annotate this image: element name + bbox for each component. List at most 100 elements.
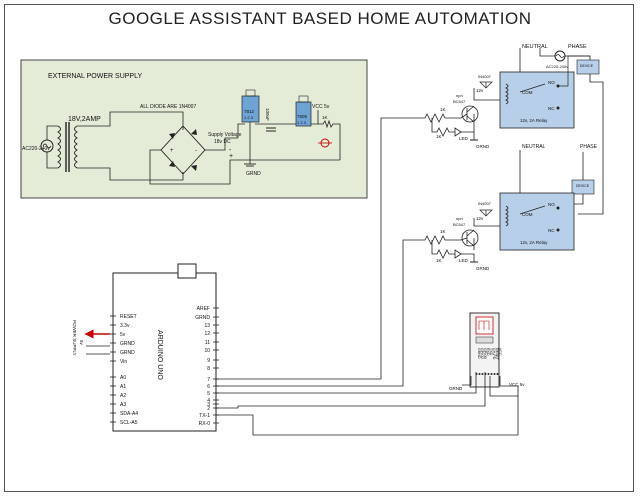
arduino-left-pin-label: GRND	[120, 350, 135, 356]
regulator-7805-pins: 1 2 3	[297, 120, 307, 125]
arduino-left-pin-label: A2	[120, 393, 126, 399]
arduino-right-pin-label: 12	[204, 331, 210, 337]
esp-pin	[496, 373, 499, 375]
capacitor-label: 100uF	[265, 108, 270, 121]
phase-top-label: PHASE	[568, 44, 587, 50]
power-supply-panel	[20, 59, 368, 199]
relay-1	[499, 71, 575, 129]
relay-2-base-resistor	[414, 235, 468, 245]
arduino-left-pin-label: Vin	[120, 359, 127, 365]
esp-antenna-icon	[475, 316, 494, 335]
relay-2-transistor-label: BC547	[453, 222, 466, 227]
mains-ac-label: AC220-240v	[546, 64, 568, 69]
device-1	[576, 59, 600, 75]
relay-2	[499, 192, 575, 251]
relay-1-transistor	[461, 105, 479, 123]
regulator-7812-label: 7812	[244, 109, 255, 114]
relay-2-led-label: LED	[459, 258, 469, 263]
esp-pin	[493, 373, 496, 375]
esp-gnd-label: GRND	[449, 386, 463, 391]
relay-2-no: NO	[548, 202, 555, 207]
relay-2-led	[454, 249, 462, 259]
esp-pin	[481, 373, 484, 375]
relay-2-com: COM	[522, 212, 533, 217]
rail-plus: +	[229, 153, 233, 160]
relay-2-circuit: IN4007 12v COM NO NC 12v, 2A Relay npn B…	[414, 192, 575, 271]
bridge-plus: +	[170, 148, 174, 154]
page-title: GOOGLE ASSISTANT BASED HOME AUTOMATION	[108, 9, 532, 28]
transformer	[57, 122, 78, 172]
arduino-left-pin-label: A1	[120, 384, 126, 390]
relay-1-led-label: LED	[459, 136, 469, 141]
arduino-right-pin-label: AREF	[197, 306, 210, 312]
esp-pin-label: VCC	[498, 348, 502, 356]
relay-1-nc: NC	[548, 106, 555, 111]
arduino-right-pin-label: 6	[207, 384, 210, 390]
relay-2-label: 12v, 2A Relay	[520, 240, 548, 245]
page-border	[4, 4, 634, 492]
arduino-board: ARDUINO UNO RESET3.3v5vGRNDGRNDVinA0A1A2…	[72, 263, 219, 432]
arduino-left-pin-label: A3	[120, 402, 126, 408]
esp-pin-label: GPIO0	[483, 348, 487, 359]
power-5v-label: 5v	[79, 340, 84, 346]
device-2-label: DEVICE	[576, 184, 590, 188]
relay-2-nc: NC	[548, 228, 555, 233]
relay-1-flyback-diode	[479, 81, 493, 89]
arduino-right-pin-label: 10	[204, 348, 210, 354]
phase-mid-label: PHASE	[580, 144, 598, 150]
relay-2-r2: 1K	[436, 258, 442, 263]
rail-minus: -	[229, 147, 232, 154]
esp-vcc-label: VCC 5v	[509, 382, 525, 387]
power-supply-title: EXTERNAL POWER SUPPLY	[48, 73, 142, 80]
gnd-label: GRND	[246, 171, 261, 177]
esp-pin-label: RESET	[495, 348, 499, 361]
usb-connector-icon	[177, 263, 197, 279]
arduino-right-pin-label: 2	[207, 406, 210, 412]
arduino-outline	[112, 272, 217, 432]
arduino-left-pin-label: SCL-A5	[120, 420, 138, 426]
relay-1-no: NO	[548, 80, 555, 85]
relay-1-12v: 12v	[476, 88, 484, 93]
relay-2-coil	[505, 205, 509, 227]
arduino-left-pins: RESET3.3v5vGRNDGRNDVinA0A1A2A3SDA-A4SCL-…	[110, 314, 138, 426]
arduino-left-pin-label: SDA-A4	[120, 411, 138, 417]
relay-2-flyback-diode	[479, 209, 493, 217]
arduino-right-pin-label: 4	[207, 398, 210, 404]
relay-1-r2: 1K	[436, 134, 442, 139]
esp-pin-label: GPIO2	[480, 348, 484, 359]
arduino-left-pin-label: RESET	[120, 314, 137, 320]
relay-2-transistor	[461, 229, 479, 247]
output-resistor	[318, 119, 341, 160]
arduino-right-pin-label: 13	[204, 323, 210, 329]
relay-2-npn: npn	[456, 216, 463, 221]
relay-2-12v: 12v	[476, 216, 484, 221]
device-1-label: DEVICE	[580, 64, 594, 68]
relay-1-transistor-label: BC547	[453, 99, 466, 104]
arduino-right-pin-label: 7	[207, 377, 210, 383]
esp-pin-label: GRND	[477, 348, 481, 359]
supply-voltage-value: 18v DC	[214, 139, 231, 145]
ac-input-label: AC220-240v	[22, 146, 50, 152]
arduino-right-pin-label: RX-0	[199, 421, 211, 427]
relay-1-diode-label: IN4007	[478, 74, 492, 79]
output-resistor-label: 1K	[322, 115, 328, 120]
esp-pin-label: RXD	[486, 348, 490, 356]
arduino-right-pin-label: 9	[207, 358, 210, 364]
esp-pin-label: TXD	[489, 348, 493, 356]
vcc-label: VCC 5v	[312, 104, 330, 110]
regulator-7805-label: 7805	[297, 114, 308, 119]
neutral-mid-label: NEUTRAL	[522, 144, 546, 150]
power-supply-block: EXTERNAL POWER SUPPLY AC220-240v 18V,2AM…	[20, 59, 368, 199]
bridge-rectifier: + -	[160, 125, 206, 175]
arduino-right-pin-label: 8	[207, 366, 210, 372]
esp-pin	[478, 373, 481, 375]
relay-1-base-resistor	[405, 113, 468, 123]
arduino-right-pin-label: TX-1	[199, 413, 210, 419]
relay-1-coil	[505, 83, 509, 105]
relay-1-gnd: GRND	[476, 144, 490, 149]
